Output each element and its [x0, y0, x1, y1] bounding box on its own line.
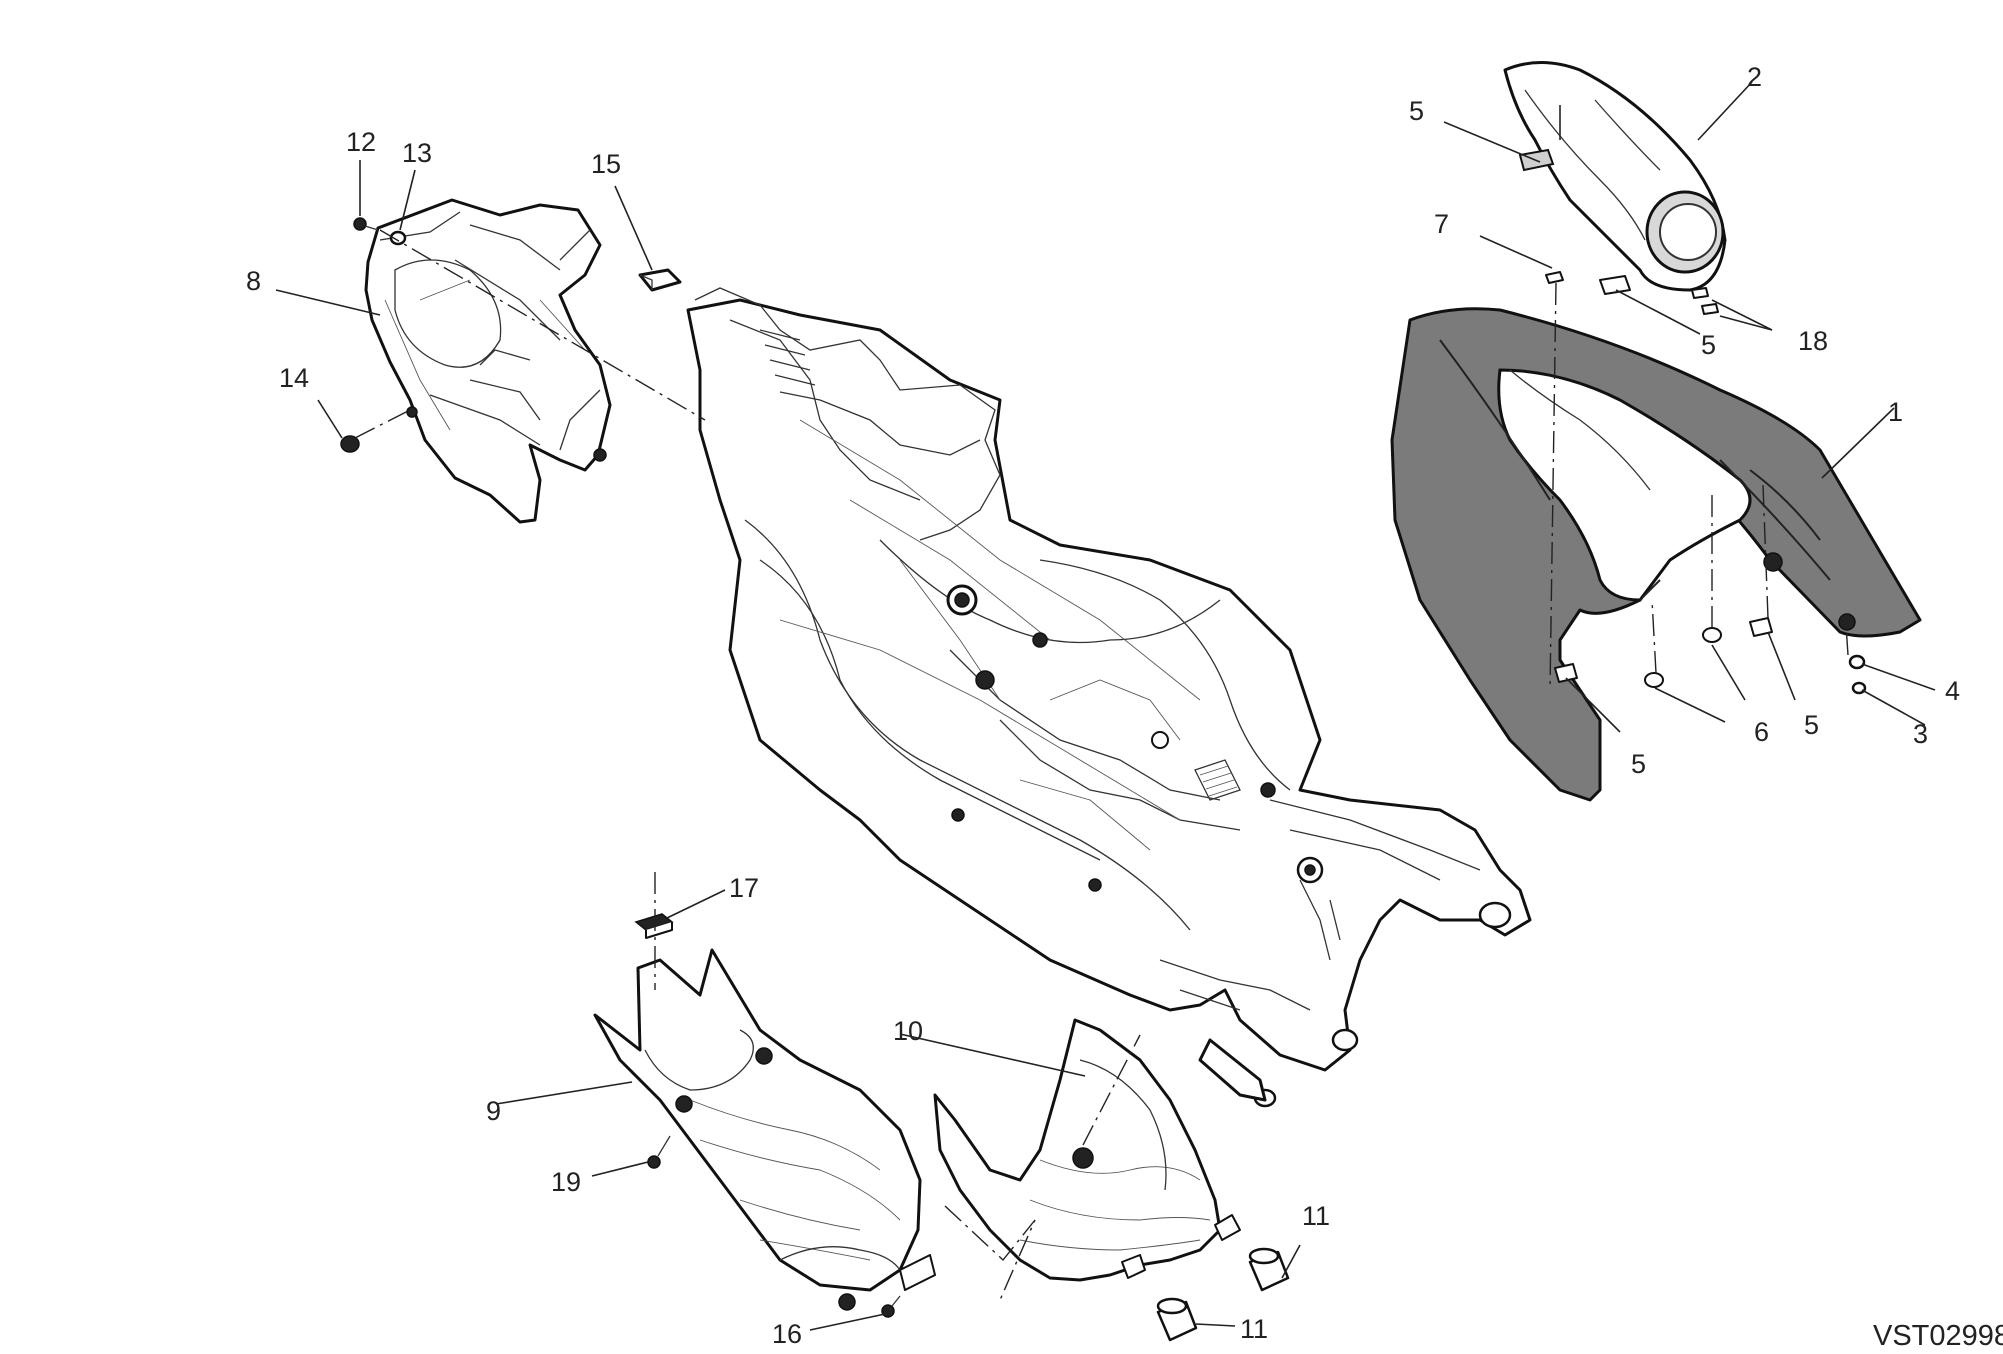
- callout-17: 17: [729, 873, 759, 903]
- part-11-bushing-b: [1156, 1297, 1198, 1342]
- part-18-pads: [1691, 287, 1719, 315]
- callout-4: 4: [1945, 676, 1960, 706]
- callout-12: 12: [346, 127, 376, 157]
- assembly-centerlines: [354, 229, 1849, 1301]
- part-4-washer: [1848, 654, 1866, 670]
- fastener-13-washer: [389, 230, 407, 246]
- callout-15: 15: [591, 149, 621, 179]
- part-8-bracket: [364, 198, 612, 524]
- callout-5a: 5: [1409, 96, 1424, 126]
- part-5-pad-b: [1599, 275, 1631, 295]
- drawing-code: VST02998: [1873, 1320, 2003, 1352]
- rear-subframe: [686, 287, 1532, 1108]
- callout-5b: 5: [1701, 330, 1716, 360]
- callout-11a: 11: [1302, 1201, 1330, 1231]
- callout-6: 6: [1754, 717, 1769, 747]
- part-6-bumpers: [1644, 627, 1722, 688]
- callout-2: 2: [1747, 62, 1762, 92]
- fastener-19-screw: [647, 1135, 671, 1169]
- callout-11b: 11: [1240, 1314, 1268, 1344]
- callout-13: 13: [402, 138, 432, 168]
- part-5-pad-d: [1554, 663, 1578, 683]
- callout-8: 8: [246, 266, 261, 296]
- part-7-pad: [1545, 271, 1564, 284]
- callout-labels: 1 2 3 4 5 5 5 5 6 7 8 9 10 11 11 12 13 1…: [246, 62, 1960, 1349]
- part-11-bushing-a: [1248, 1247, 1290, 1292]
- fastener-14-nut: [340, 435, 360, 453]
- callout-5d: 5: [1631, 749, 1646, 779]
- callout-14: 14: [279, 363, 309, 393]
- callout-7: 7: [1434, 209, 1449, 239]
- part-9-lower-cover: [593, 948, 936, 1311]
- part-1-seat-cowl: [1390, 307, 1922, 802]
- part-15-clip: [638, 268, 682, 292]
- callout-5c: 5: [1804, 710, 1819, 740]
- part-2-cover: [1503, 61, 1727, 292]
- callout-18: 18: [1798, 326, 1828, 356]
- callout-10: 10: [893, 1016, 923, 1046]
- callout-9: 9: [486, 1096, 501, 1126]
- part-10-lower-cover: [933, 1018, 1241, 1282]
- callout-19: 19: [551, 1167, 581, 1197]
- part-5-pad-c: [1749, 617, 1773, 637]
- leader-lines: [275, 81, 1936, 1331]
- callout-3: 3: [1913, 719, 1928, 749]
- part-17-pad: [634, 913, 674, 939]
- callout-1: 1: [1888, 397, 1903, 427]
- fastener-12-screw: [353, 217, 379, 231]
- callout-16: 16: [772, 1319, 802, 1349]
